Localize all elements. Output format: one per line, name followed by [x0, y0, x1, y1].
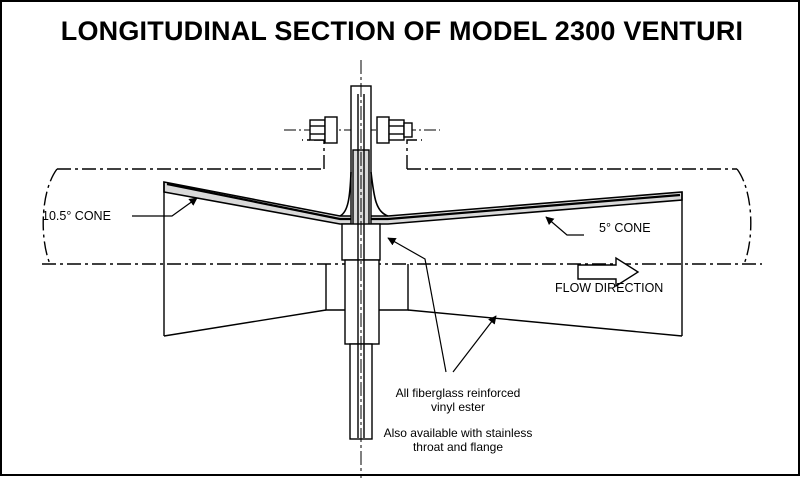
diagram-title: LONGITUDINAL SECTION OF MODEL 2300 VENTU… — [60, 16, 744, 46]
flow-direction-arrow — [577, 256, 640, 288]
option-note-line1: Also available with stainless — [383, 426, 533, 440]
stem-wall-fillet — [339, 171, 389, 217]
cone-left-label: 10.5° CONE — [42, 209, 111, 223]
venturi-upper-wall — [163, 181, 683, 225]
venturi-lower-outline — [163, 182, 683, 337]
cone-right-label: 5° CONE — [599, 221, 651, 235]
material-note-line2: vinyl ester — [430, 400, 486, 414]
leader-lines — [132, 197, 584, 373]
flange-bolt-left — [309, 116, 338, 144]
flange-bolt-right — [376, 116, 413, 144]
pipe-outline — [42, 139, 762, 265]
flow-direction-label: FLOW DIRECTION — [555, 281, 664, 295]
material-note: All fiberglass reinforced vinyl ester — [378, 386, 538, 414]
option-note-line2: throat and flange — [412, 440, 504, 454]
option-note: Also available with stainless throat and… — [368, 426, 548, 454]
material-note-line1: All fiberglass reinforced — [395, 386, 521, 400]
